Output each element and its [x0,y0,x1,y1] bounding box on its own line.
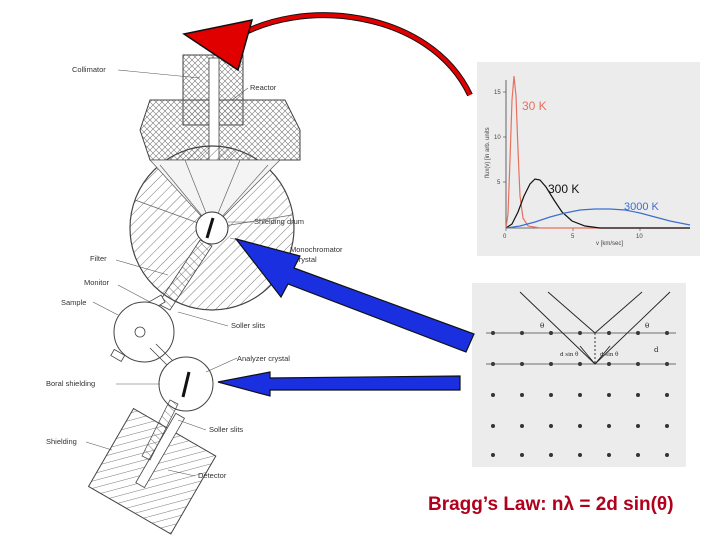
series-3000k-curve [505,208,691,229]
label-monochromator: Monochromator [290,245,343,254]
spectrum-x-axis-label: v [km/sec] [596,241,623,247]
bragg-theta-right: θ [645,322,649,330]
bragg-dsin-left: d sin θ [560,352,579,358]
bragg-dsin-right: d sin θ [600,352,619,358]
label-analyzer-crystal: Analyzer crystal [237,354,290,363]
x-tick-10: 10 [636,234,643,240]
series-label-300k: 300 K [548,182,579,196]
shielding-drum [129,145,295,311]
label-shielding-drum: Shielding drum [254,217,304,226]
label-monitor: Monitor [84,278,110,287]
lattice-lines [486,332,676,365]
series-label-3000k: 3000 K [624,201,660,213]
sample-stage [110,301,179,371]
bragg-law-caption: Bragg’s Law: nλ = 2d sin(θ) [428,494,674,515]
instrument-schematic: Collimator Reactor Shielding drum Monoch… [46,54,343,535]
y-tick-15: 15 [494,90,501,96]
y-tick-10: 10 [494,135,501,141]
label-shielding: Shielding [46,437,77,446]
series-label-30k: 30 K [522,99,547,113]
label-reactor: Reactor [250,83,277,92]
lattice-row [491,453,669,457]
label-soller-slits-top: Soller slits [231,321,265,330]
lattice-row [491,424,669,428]
label-boral-shielding: Boral shielding [46,379,95,388]
label-monochromator-crystal: crystal [295,255,317,264]
bragg-d-label: d [654,346,659,354]
x-tick-5: 5 [571,234,575,240]
lattice-row [491,393,669,397]
spectrum-plot: 0 5 10 15 10 5 v [km/sec] flux(v) [in ar… [477,62,700,256]
detector-shielding [87,407,217,535]
x-tick-0: 0 [503,234,507,240]
label-detector: Detector [198,471,227,480]
incident-reflected-rays [519,291,671,365]
series-300k-curve [505,178,690,229]
label-soller-slits-bottom: Soller slits [209,425,243,434]
blue-arrow-upper [234,237,475,353]
red-arrow [182,12,473,97]
red-arrow-head [182,19,254,72]
blue-arrow-lower [217,371,461,397]
bragg-diagram: θ θ d d sin θ d sin θ [472,283,686,467]
y-tick-5: 5 [497,180,501,186]
series-30k-curve [505,75,690,229]
analyzer-stage [158,356,214,412]
label-sample: Sample [61,298,86,307]
spectrum-plot-background [477,62,700,256]
spectrum-y-axis-label: flux(v) [in arb. units [485,127,491,178]
bragg-background [472,283,686,467]
bragg-theta-left: θ [540,322,544,330]
label-filter: Filter [90,254,107,263]
label-collimator: Collimator [72,65,106,74]
